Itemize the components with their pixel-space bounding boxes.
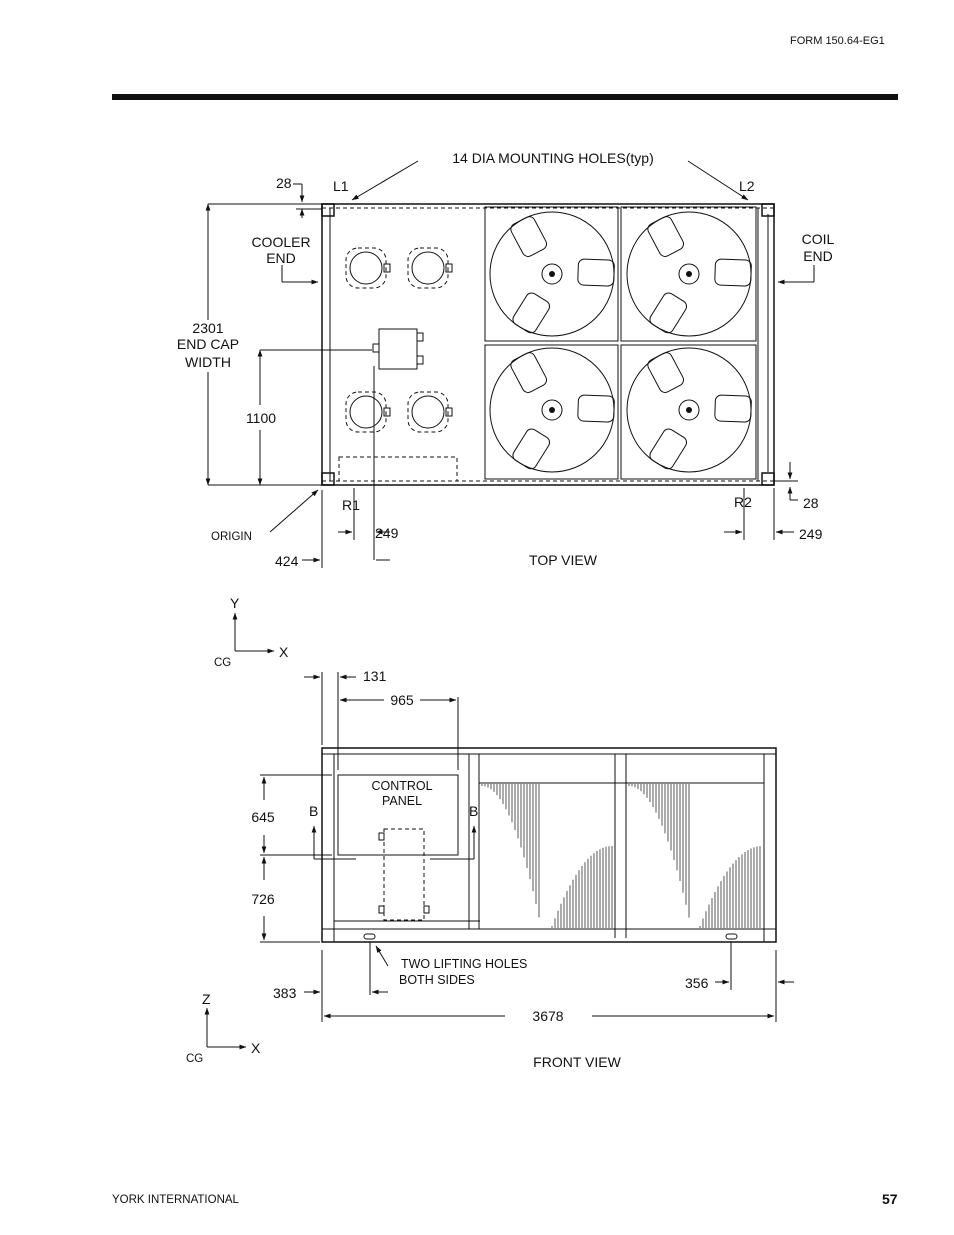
lifting-holes-note: TWO LIFTING HOLES [401, 957, 527, 971]
corner-label-r1: R1 [342, 497, 360, 513]
dim-28-top: 28 [276, 175, 292, 191]
mounting-hole-r2 [761, 472, 775, 486]
dim-2301: 2301 [192, 320, 223, 336]
mounting-hole-l2 [761, 203, 775, 217]
mounting-hole-r1 [321, 472, 335, 486]
compressor [345, 391, 391, 433]
front-view [260, 672, 794, 1022]
corner-label-r2: R2 [734, 494, 752, 510]
dim-1100: 1100 [246, 410, 276, 426]
end-cap-label: END CAP [177, 336, 239, 352]
header-rule [112, 94, 898, 100]
control-panel-outline [338, 456, 458, 482]
axis-x-label-front: X [251, 1040, 261, 1056]
lifting-hole [363, 933, 376, 940]
section-b-right: B [469, 803, 478, 819]
top-view-caption: TOP VIEW [529, 552, 598, 568]
axis-x-label: X [279, 644, 289, 660]
compressor [345, 247, 391, 289]
cooler-block [378, 328, 418, 370]
dim-249-right: 249 [799, 526, 823, 542]
condenser-fan [489, 347, 616, 473]
dim-3678: 3678 [532, 1008, 563, 1024]
dim-965: 965 [390, 692, 414, 708]
lifting-hole [725, 933, 738, 940]
dim-645: 645 [251, 809, 275, 825]
cooler-end-label: COOLER [251, 234, 310, 250]
front-view-caption: FRONT VIEW [533, 1054, 621, 1070]
footer-company: YORK INTERNATIONAL [112, 1194, 239, 1206]
axis-z-label: Z [202, 991, 211, 1007]
corner-label-l2: L2 [739, 178, 755, 194]
condenser-fan [626, 347, 753, 473]
axis-y-label: Y [230, 595, 240, 611]
dim-249-left: 249 [375, 525, 399, 541]
control-panel [337, 774, 459, 856]
front-view-frame [321, 747, 777, 943]
dim-356: 356 [685, 975, 709, 991]
origin-label: ORIGIN [211, 531, 252, 543]
cg-symbol-front: CG [186, 1053, 203, 1065]
compressor [407, 247, 453, 289]
width-label: WIDTH [185, 354, 231, 370]
coil-end-label: COIL [802, 231, 835, 247]
section-b-left: B [309, 803, 318, 819]
coil-end-label: END [803, 248, 833, 264]
mounting-holes-note: 14 DIA MOUNTING HOLES(typ) [452, 150, 653, 166]
cooler-end-label: END [266, 250, 296, 266]
control-panel-label: CONTROL [371, 779, 432, 793]
cg-symbol: CG [214, 657, 231, 669]
dim-424: 424 [275, 553, 299, 569]
form-number: FORM 150.64-EG1 [790, 35, 885, 47]
control-panel-label: PANEL [382, 794, 422, 808]
dim-726: 726 [251, 891, 275, 907]
dim-383: 383 [273, 985, 297, 1001]
lifting-holes-note: BOTH SIDES [399, 973, 475, 987]
axes-front [204, 1007, 247, 1050]
top-view [205, 160, 815, 568]
top-view-frame [321, 203, 775, 486]
dim-28-bottom: 28 [803, 495, 819, 511]
corner-label-l1: L1 [333, 178, 349, 194]
page-number: 57 [882, 1191, 898, 1207]
compressor [407, 391, 453, 433]
mounting-hole-l1 [321, 203, 335, 217]
condenser-fan [489, 211, 616, 337]
dim-131: 131 [363, 668, 387, 684]
cooler-box [383, 828, 425, 921]
condenser-fan [626, 211, 753, 337]
axes-top [232, 612, 275, 654]
